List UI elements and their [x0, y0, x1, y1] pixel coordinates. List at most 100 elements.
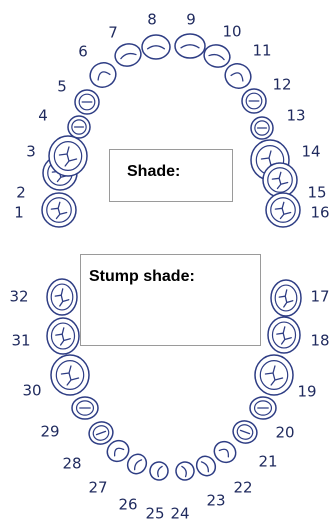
tooth-8[interactable] [141, 34, 171, 60]
tooth-crown [253, 400, 273, 416]
tooth-outline [224, 63, 252, 89]
tooth-number-23: 23 [206, 492, 225, 510]
tooth-number-25: 25 [145, 505, 164, 521]
tooth-outline [149, 461, 169, 481]
tooth-cusp [230, 72, 244, 82]
tooth-11[interactable] [221, 60, 255, 93]
tooth-number-24: 24 [170, 505, 189, 521]
tooth-number-16: 16 [310, 204, 329, 222]
tooth-edge [200, 461, 209, 473]
tooth-number-10: 10 [222, 23, 241, 41]
tooth-number-6: 6 [78, 43, 88, 61]
tooth-22[interactable] [210, 437, 239, 466]
shade-label: Shade: [127, 163, 181, 180]
tooth-29[interactable] [71, 396, 99, 420]
tooth-7[interactable] [113, 41, 144, 69]
tooth-crown [50, 283, 74, 311]
tooth-number-18: 18 [310, 332, 329, 350]
tooth-number-32: 32 [9, 288, 28, 306]
tooth-outline [174, 33, 206, 59]
tooth-12[interactable] [241, 88, 267, 114]
tooth-number-11: 11 [252, 42, 271, 60]
tooth-groove [60, 365, 80, 386]
tooth-crown [75, 400, 95, 416]
tooth-9[interactable] [174, 33, 206, 59]
tooth-16[interactable] [265, 192, 301, 228]
tooth-number-14: 14 [301, 143, 320, 161]
tooth-number-1: 1 [14, 204, 24, 222]
tooth-outline [114, 43, 142, 67]
stump-shade-label: Stump shade: [89, 268, 195, 285]
stump-shade-box[interactable]: Stump shade: [80, 254, 261, 346]
tooth-edge [208, 53, 225, 61]
tooth-3[interactable] [48, 135, 88, 177]
tooth-13[interactable] [250, 116, 274, 140]
tooth-edge [134, 459, 143, 471]
tooth-crown [274, 284, 298, 312]
tooth-5[interactable] [74, 89, 100, 115]
tooth-crown [50, 322, 76, 350]
tooth-20[interactable] [249, 396, 277, 420]
tooth-number-21: 21 [258, 453, 277, 471]
tooth-groove [271, 171, 289, 190]
tooth-1[interactable] [41, 192, 77, 228]
tooth-crown [78, 93, 96, 111]
tooth-groove [276, 326, 292, 345]
tooth-19[interactable] [254, 354, 294, 396]
tooth-number-31: 31 [11, 332, 30, 350]
tooth-4[interactable] [67, 115, 91, 139]
tooth-number-30: 30 [22, 382, 41, 400]
tooth-groove [239, 429, 251, 435]
tooth-outline [126, 453, 148, 475]
tooth-cusp [218, 448, 230, 458]
tooth-18[interactable] [267, 316, 301, 354]
tooth-outline [203, 44, 231, 68]
tooth-crown [267, 167, 293, 193]
tooth-32[interactable] [46, 278, 78, 316]
tooth-crown [259, 360, 289, 390]
tooth-23[interactable] [193, 453, 219, 480]
tooth-edge [157, 465, 163, 478]
tooth-number-20: 20 [275, 424, 294, 442]
shade-box[interactable]: Shade: [109, 149, 233, 202]
tooth-groove [50, 201, 68, 220]
tooth-number-17: 17 [310, 288, 329, 306]
tooth-25[interactable] [147, 459, 170, 482]
tooth-groove [58, 146, 78, 167]
tooth-outline [141, 34, 171, 60]
tooth-17[interactable] [270, 279, 302, 317]
tooth-number-29: 29 [40, 423, 59, 441]
tooth-groove [95, 430, 107, 436]
tooth-outline [195, 455, 217, 477]
tooth-number-8: 8 [147, 11, 157, 29]
tooth-number-3: 3 [26, 143, 36, 161]
tooth-cusp [113, 447, 125, 457]
tooth-groove [264, 365, 284, 386]
tooth-number-12: 12 [272, 76, 291, 94]
tooth-crown [236, 424, 254, 440]
tooth-outline [213, 440, 237, 464]
tooth-26[interactable] [124, 451, 150, 478]
tooth-crown [271, 321, 297, 349]
tooth-groove [274, 201, 292, 220]
tooth-15[interactable] [262, 162, 298, 198]
tooth-24[interactable] [173, 459, 196, 482]
tooth-number-15: 15 [307, 184, 326, 202]
tooth-21[interactable] [230, 418, 260, 447]
tooth-crown [270, 197, 296, 223]
tooth-30[interactable] [50, 354, 90, 396]
tooth-outline [175, 461, 195, 481]
tooth-6[interactable] [86, 59, 120, 92]
tooth-groove [55, 327, 71, 346]
tooth-number-22: 22 [233, 479, 252, 497]
tooth-number-7: 7 [108, 24, 118, 42]
tooth-10[interactable] [202, 42, 233, 70]
tooth-number-4: 4 [38, 107, 48, 125]
tooth-27[interactable] [103, 436, 132, 465]
tooth-edge [180, 44, 200, 49]
tooth-crown [254, 120, 270, 136]
tooth-outline [106, 439, 130, 463]
tooth-31[interactable] [46, 317, 80, 355]
tooth-28[interactable] [86, 419, 116, 448]
tooth-number-2: 2 [16, 184, 26, 202]
